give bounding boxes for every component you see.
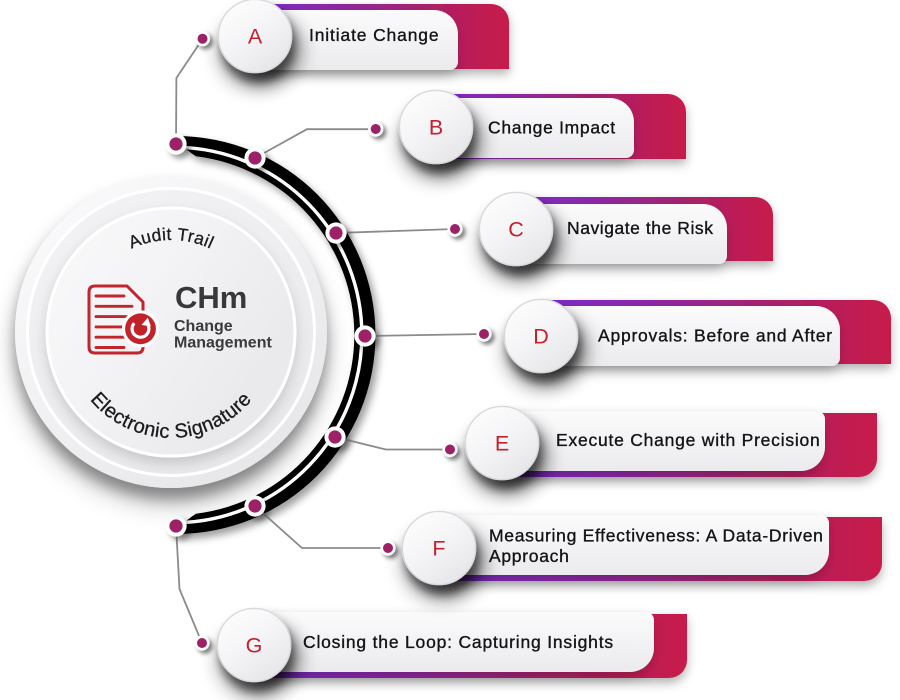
svg-text:F: F <box>432 537 445 561</box>
svg-text:Execute Change with Precision: Execute Change with Precision <box>556 430 821 450</box>
svg-text:C: C <box>508 218 524 242</box>
svg-text:Management: Management <box>174 335 272 352</box>
svg-text:G: G <box>246 634 263 658</box>
svg-text:D: D <box>533 325 549 349</box>
svg-text:Measuring Effectiveness: A Dat: Measuring Effectiveness: A Data-Driven <box>489 526 824 546</box>
svg-text:Closing the Loop: Capturing In: Closing the Loop: Capturing Insights <box>303 632 614 652</box>
svg-text:B: B <box>429 116 443 140</box>
svg-text:Navigate the Risk: Navigate the Risk <box>567 218 714 238</box>
svg-text:A: A <box>248 25 263 49</box>
svg-text:CHm: CHm <box>175 280 247 315</box>
svg-text:Approvals: Before and After: Approvals: Before and After <box>598 326 833 346</box>
svg-text:Initiate Change: Initiate Change <box>309 25 439 45</box>
svg-text:Change Impact: Change Impact <box>488 118 616 138</box>
svg-text:E: E <box>495 432 509 456</box>
svg-text:Approach: Approach <box>489 546 570 566</box>
svg-text:Change: Change <box>174 318 233 335</box>
